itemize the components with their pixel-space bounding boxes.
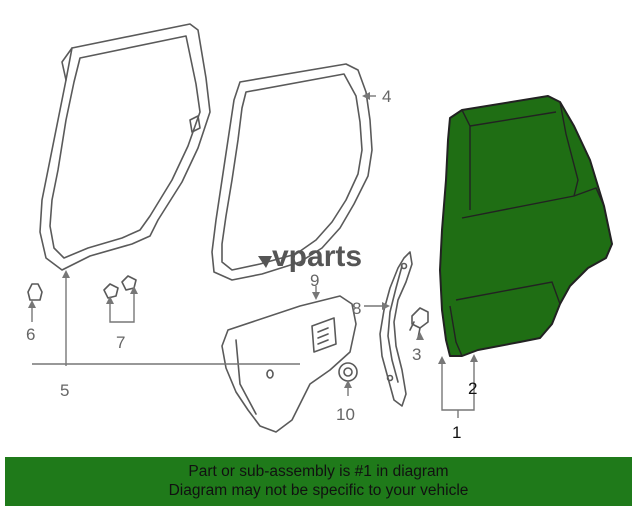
push-clip-part xyxy=(27,283,43,301)
leader-7 xyxy=(109,292,135,323)
callout-5: 5 xyxy=(60,381,69,400)
parts-diagram: 4 5 6 7 9 8 3 10 1 2 vparts xyxy=(26,23,613,442)
callout-8: 8 xyxy=(352,299,361,318)
grommet-part xyxy=(338,362,358,382)
callout-6: 6 xyxy=(26,325,35,344)
callout-7: 7 xyxy=(116,333,125,352)
callout-9: 9 xyxy=(310,271,319,290)
body-weatherstrip-part xyxy=(39,23,211,271)
callout-3: 3 xyxy=(412,345,421,364)
logo-mark-icon xyxy=(258,256,272,268)
callout-1: 1 xyxy=(452,423,461,442)
clip-part xyxy=(409,307,429,339)
notice-line-2: Diagram may not be specific to your vehi… xyxy=(168,482,469,499)
door-check-part xyxy=(379,251,413,407)
callout-2: 2 xyxy=(468,379,477,398)
leader-lines xyxy=(31,95,475,418)
vparts-logo: vparts xyxy=(258,240,362,273)
callout-4: 4 xyxy=(382,87,391,106)
notice-banner: Part or sub-assembly is #1 in diagram Di… xyxy=(5,457,632,506)
screw-parts xyxy=(103,275,137,299)
watermark-text: vparts xyxy=(272,240,362,273)
notice-line-1: Part or sub-assembly is #1 in diagram xyxy=(188,463,449,480)
callout-10: 10 xyxy=(336,405,355,424)
rear-door-shell-part xyxy=(439,95,613,357)
door-shell-highlight xyxy=(439,95,613,357)
arrowheads xyxy=(28,92,478,388)
